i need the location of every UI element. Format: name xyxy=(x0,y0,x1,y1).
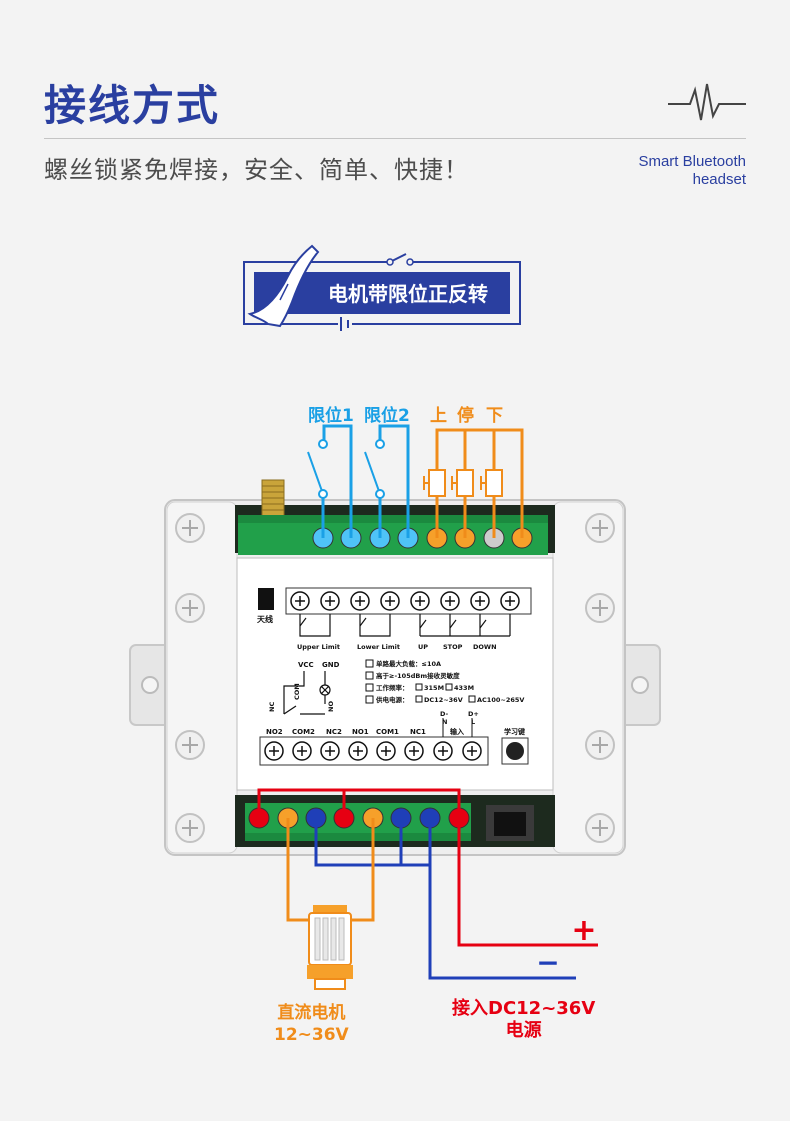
banner-label: 电机带限位正反转 xyxy=(328,282,488,306)
spec-frequency: 工作频率： xyxy=(376,683,409,692)
brand-line-1: Smart Bluetooth xyxy=(638,153,746,170)
freq-433: 433M xyxy=(454,684,474,692)
upper-limit-label: Upper Limit xyxy=(297,643,340,651)
term-no1: NO1 xyxy=(352,728,369,736)
plus-sign: + xyxy=(571,913,596,948)
vcc-label: VCC xyxy=(298,661,314,669)
d-plus-label: D+ xyxy=(468,710,479,718)
term-no2: NO2 xyxy=(266,728,283,736)
l-label: L xyxy=(471,718,475,726)
module-label-panel: 天线 Upper Limit Low xyxy=(257,587,532,766)
limit-switch-wiring xyxy=(307,424,410,538)
learn-key-button xyxy=(506,742,524,760)
term-nc2: NC2 xyxy=(326,728,342,736)
spec-sensitivity: 高于≥-105dBm接收灵敏度 xyxy=(376,671,460,680)
stop-button-label: STOP xyxy=(443,643,463,651)
lower-limit-label: Lower Limit xyxy=(357,643,400,651)
nc-label: NC xyxy=(268,702,276,712)
freq-315: 315M xyxy=(424,684,444,692)
power-ac: AC100~265V xyxy=(477,696,524,704)
motor-label-line-1: 直流电机 xyxy=(277,1003,346,1023)
wiring-diagram: 天线 Upper Limit Low xyxy=(129,424,661,990)
up-button-label: UP xyxy=(418,643,428,651)
down-button-label: DOWN xyxy=(473,643,497,651)
n-label: N xyxy=(442,718,447,726)
no-label: NO xyxy=(327,701,335,712)
antenna-label: 天线 xyxy=(257,614,273,624)
panel-top-screws xyxy=(290,591,520,611)
power-dc: DC12~36V xyxy=(424,696,463,704)
page-title: 接线方式 xyxy=(44,81,221,130)
pulse-icon xyxy=(668,83,746,121)
term-com2: COM2 xyxy=(292,728,315,736)
dc-motor-icon xyxy=(307,905,353,990)
mode-banner: 电机带限位正反转 xyxy=(243,244,521,331)
limit-1-label: 限位1 xyxy=(308,406,354,426)
power-label-line-1: 接入DC12~36V xyxy=(452,998,596,1019)
learn-key-label: 学习键 xyxy=(504,727,525,736)
spec-power: 供电电源： xyxy=(375,695,409,704)
motor-wiring xyxy=(286,818,375,922)
down-label: 下 xyxy=(486,406,503,426)
power-label: 接入DC12~36V 电源 xyxy=(452,998,595,1042)
term-input: 输入 xyxy=(450,727,464,736)
motor-label: 直流电机 12~36V xyxy=(274,1002,349,1046)
page-subtitle: 螺丝锁紧免焊接，安全、简单、快捷！ xyxy=(44,156,469,184)
top-terminal-block xyxy=(238,515,548,555)
spec-max-load: 单路最大负载：≤10A xyxy=(376,659,441,668)
panel-bottom-screws xyxy=(264,741,482,761)
motor-label-line-2: 12~36V xyxy=(274,1025,349,1045)
red-positive-wiring xyxy=(257,788,598,947)
stop-label: 停 xyxy=(457,406,474,426)
brand-text: Smart Bluetooth headset xyxy=(638,153,746,189)
term-com1: COM1 xyxy=(376,728,399,736)
power-label-line-2: 电源 xyxy=(505,1020,542,1041)
d-minus-label: D- xyxy=(440,710,449,718)
title-divider xyxy=(44,138,746,139)
gnd-label: GND xyxy=(322,661,340,669)
limit-2-label: 限位2 xyxy=(364,406,410,426)
com-label: COM xyxy=(293,683,301,700)
brand-line-2: headset xyxy=(692,171,746,188)
up-label: 上 xyxy=(430,406,447,426)
blue-negative-wiring xyxy=(314,818,576,980)
minus-sign: − xyxy=(536,946,559,979)
term-nc1: NC1 xyxy=(410,728,426,736)
